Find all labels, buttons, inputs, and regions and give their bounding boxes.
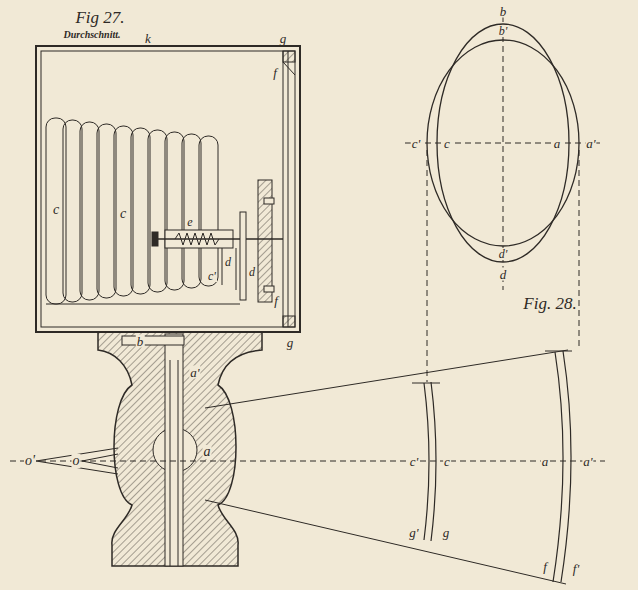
callout-letter: c	[443, 137, 451, 150]
optical-axis	[10, 461, 605, 462]
ellipse-outline	[437, 24, 569, 262]
callout-letter: d	[224, 256, 232, 268]
callout-letter: c	[443, 455, 451, 468]
callout-letter: a'	[582, 455, 593, 468]
callout-letter: f	[542, 560, 548, 573]
callout-letter: g'	[408, 526, 419, 539]
callout-letter: c'	[409, 455, 420, 468]
pedestal-section	[98, 332, 262, 566]
callout-letter: c'	[411, 137, 422, 150]
callout-letter: d	[499, 268, 508, 281]
callout-letter: f	[272, 66, 278, 79]
callout-letter: c'	[207, 270, 217, 282]
callout-letter: c	[52, 203, 60, 217]
coil-stack	[46, 118, 240, 304]
callout-letter: a	[553, 137, 562, 150]
figure-title: Fig 27.	[74, 9, 125, 26]
regulator-mechanism	[152, 180, 283, 302]
figure-title: Fig. 28.	[522, 295, 577, 312]
callout-letter: b	[499, 5, 508, 18]
callout-letter: k	[144, 32, 152, 45]
section-caption: Durchschnitt.	[63, 30, 122, 40]
callout-letter: e	[186, 216, 193, 228]
callout-letter: a	[541, 455, 550, 468]
sight-line	[205, 500, 566, 584]
callout-letter: o'	[24, 454, 36, 468]
sight-line	[205, 350, 568, 408]
housing-outline	[36, 46, 300, 332]
callout-letter: d'	[498, 248, 509, 260]
callout-letter: g	[279, 32, 288, 45]
callout-letter: o	[72, 454, 81, 468]
callout-letter: a	[203, 445, 212, 459]
ellipse-outline	[427, 40, 579, 246]
callout-letter: c	[119, 207, 127, 221]
callout-letter: f	[273, 294, 279, 307]
callout-letter: d	[248, 266, 256, 278]
housing-inner	[41, 51, 295, 327]
callout-letter: b	[136, 335, 145, 348]
callout-letter: g	[442, 526, 451, 539]
callout-letter: a'	[585, 137, 596, 150]
callout-letter: f'	[572, 562, 580, 575]
callout-letter: a'	[189, 366, 200, 379]
callout-letter: g	[286, 336, 295, 349]
callout-letter: b'	[498, 25, 509, 37]
